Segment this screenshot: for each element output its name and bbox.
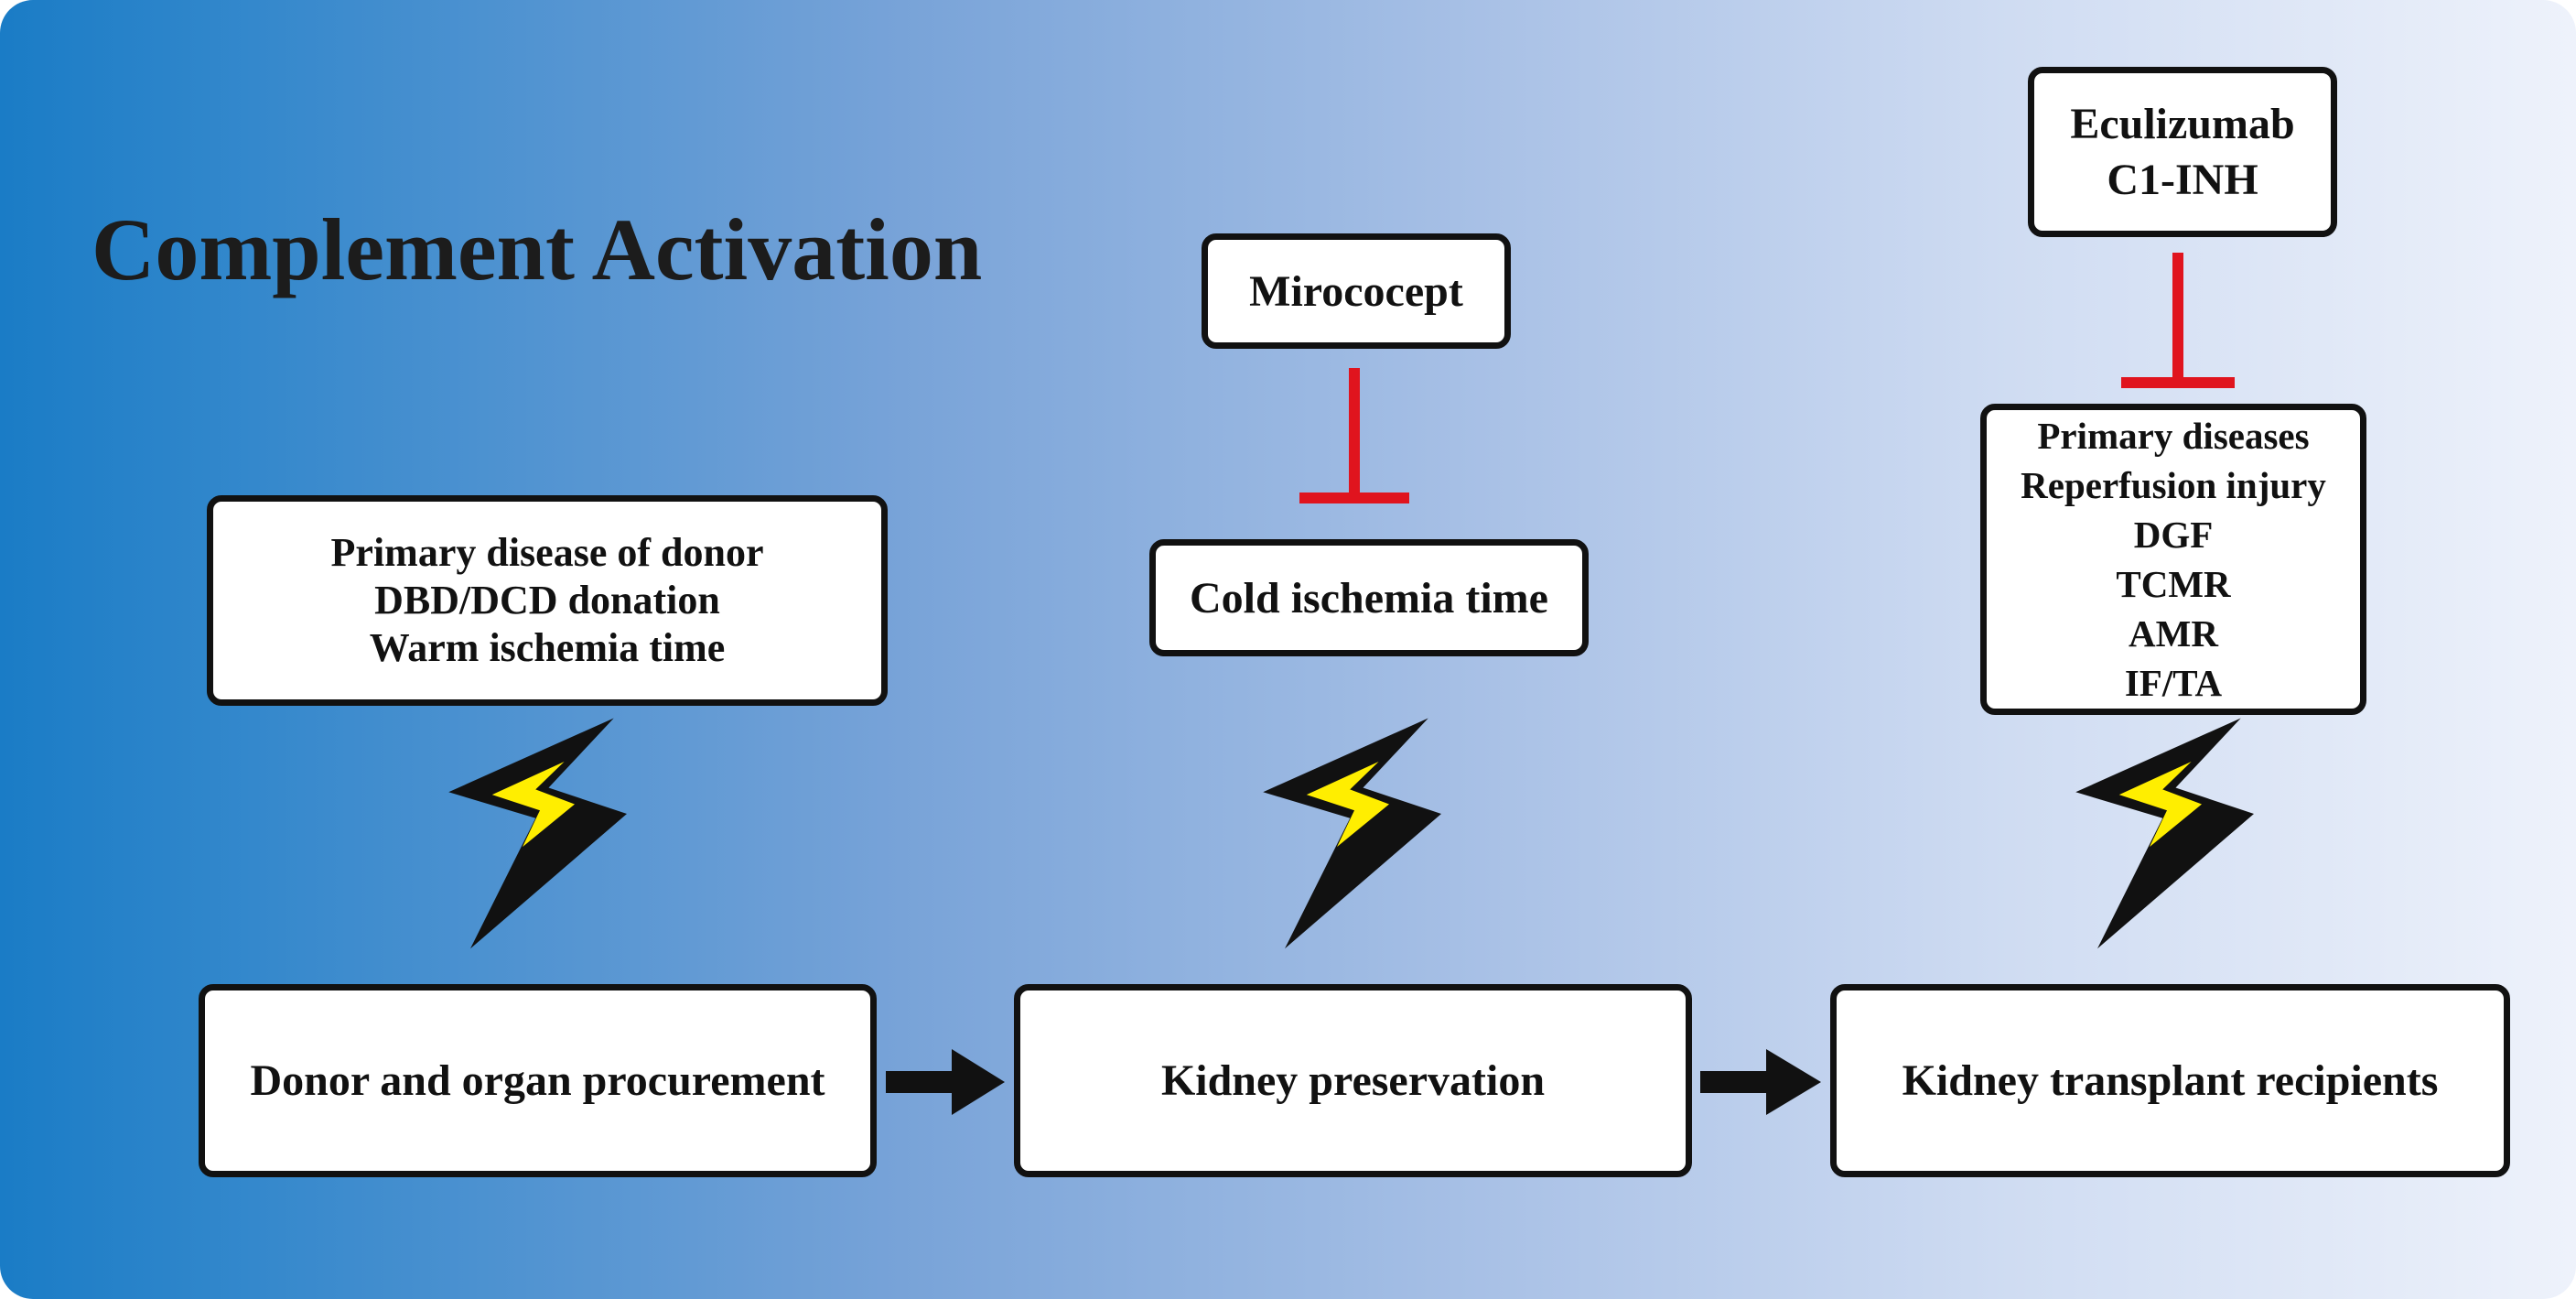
arrow-right-icon: [886, 1049, 1005, 1115]
factor-item: Cold ischemia time: [1190, 573, 1548, 622]
diagram-title: Complement Activation: [92, 200, 983, 298]
inhibitor-label: Mirococept: [1249, 266, 1463, 316]
stage-label: Kidney transplant recipients: [1902, 1056, 2439, 1105]
inhibition-t-bar-icon: [1299, 368, 1409, 503]
factor-item: Primary disease of donor: [330, 530, 764, 575]
factor-item: TCMR: [2116, 563, 2231, 605]
stage-label: Donor and organ procurement: [250, 1056, 825, 1105]
inhibitor-box-mirococept: Mirococept: [1202, 233, 1511, 349]
factor-item: Primary diseases: [2037, 415, 2310, 457]
lightning-bolt-icon: [1263, 718, 1441, 949]
factor-box-donor: Primary disease of donor DBD/DCD donatio…: [207, 495, 888, 706]
factor-item: AMR: [2129, 612, 2218, 655]
inhibitor-box-eculizumab: Eculizumab C1-INH: [2028, 67, 2337, 237]
stage-box-donor: Donor and organ procurement: [199, 984, 877, 1177]
factor-item: Warm ischemia time: [369, 625, 726, 670]
factor-box-recipient: Primary diseases Reperfusion injury DGF …: [1980, 404, 2366, 715]
factor-box-preservation: Cold ischemia time: [1149, 539, 1589, 656]
factor-item: DBD/DCD donation: [374, 578, 720, 622]
lightning-bolt-icon: [448, 718, 627, 949]
stage-box-preservation: Kidney preservation: [1014, 984, 1692, 1177]
stage-label: Kidney preservation: [1160, 1056, 1546, 1105]
lightning-bolt-icon: [2075, 718, 2254, 949]
inhibition-t-bar-icon: [2121, 253, 2235, 388]
factor-item: Reperfusion injury: [2021, 464, 2326, 506]
factor-item: IF/TA: [2124, 662, 2223, 704]
arrow-right-icon: [1700, 1049, 1821, 1115]
inhibitor-label: C1-INH: [2107, 156, 2258, 204]
inhibitor-label: Eculizumab: [2070, 100, 2295, 148]
factor-item: DGF: [2133, 514, 2214, 556]
stage-box-recipient: Kidney transplant recipients: [1830, 984, 2510, 1177]
